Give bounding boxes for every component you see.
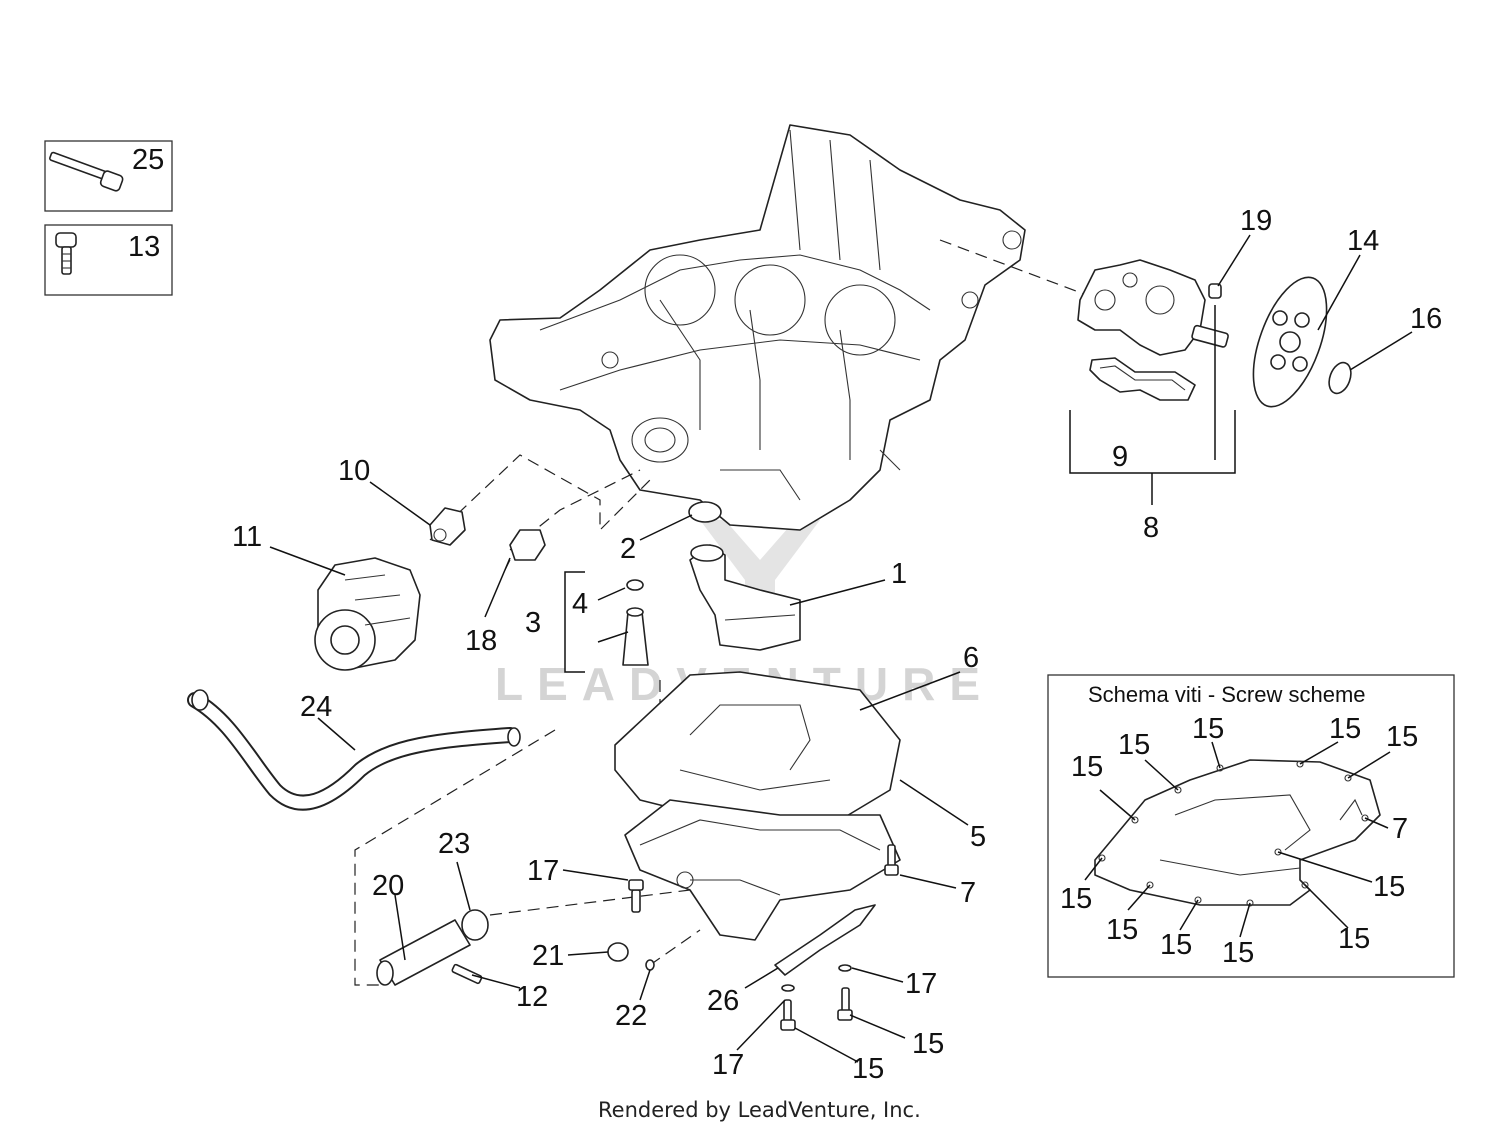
filter-screen xyxy=(622,607,649,666)
scheme-label: 15 xyxy=(1386,721,1418,753)
oil-pipe xyxy=(187,689,521,811)
screw-12 xyxy=(451,963,483,985)
oil-sump-pan xyxy=(624,799,901,941)
scheme-label: 15 xyxy=(1192,713,1224,745)
screw-scheme-inset: Schema viti - Screw scheme xyxy=(1047,674,1455,978)
callout-21: 21 xyxy=(532,940,564,972)
drain-washer xyxy=(645,959,655,971)
o-ring-4 xyxy=(626,579,644,591)
callout-18: 18 xyxy=(465,625,497,657)
screw-position-dots xyxy=(1098,760,1369,907)
legend-box-13: 13 xyxy=(44,224,173,296)
callout-19: 19 xyxy=(1240,205,1272,237)
scheme-label: 15 xyxy=(1071,751,1103,783)
oil-pump-gasket xyxy=(1089,357,1196,401)
scheme-label: 15 xyxy=(1060,883,1092,915)
group-bracket-3 xyxy=(564,571,585,673)
callout-4: 4 xyxy=(572,588,588,620)
scheme-label: 15 xyxy=(1222,937,1254,969)
screw-scheme-title: Schema viti - Screw scheme xyxy=(1088,682,1366,707)
leader-lines xyxy=(269,234,1413,1063)
screw-7 xyxy=(884,844,899,876)
long-screw-icon xyxy=(49,151,124,192)
callout-26: 26 xyxy=(707,985,739,1017)
callout-labels: 1 2 3 4 5 6 7 8 9 10 11 12 14 15 15 16 1… xyxy=(232,205,1442,1085)
callout-2: 2 xyxy=(620,533,636,565)
bracket-26 xyxy=(774,904,876,976)
scheme-label: 15 xyxy=(1106,914,1138,946)
drain-plug xyxy=(607,942,629,962)
crankcase-housing xyxy=(489,124,1026,531)
callout-20: 20 xyxy=(372,870,404,902)
callout-23: 23 xyxy=(438,828,470,860)
callout-7: 7 xyxy=(960,877,976,909)
callout-10: 10 xyxy=(338,455,370,487)
scheme-label: 7 xyxy=(1392,813,1408,845)
scheme-leaders xyxy=(1084,741,1391,938)
oil-pump xyxy=(1077,259,1229,356)
oil-filter-fitting xyxy=(429,507,466,546)
screw-15-b xyxy=(780,984,796,1031)
callout-22: 22 xyxy=(615,1000,647,1032)
callout-14: 14 xyxy=(1347,225,1379,257)
screw-17 xyxy=(628,879,644,913)
scheme-label: 15 xyxy=(1160,929,1192,961)
oil-pressure-relief-valve xyxy=(376,919,471,986)
o-ring-2 xyxy=(688,501,722,523)
oil-pressure-sensor xyxy=(504,529,546,571)
callout-16: 16 xyxy=(1410,303,1442,335)
short-screw-icon xyxy=(55,232,77,275)
callout-15: 15 xyxy=(912,1028,944,1060)
callout-6: 6 xyxy=(963,642,979,674)
scheme-label: 15 xyxy=(1118,729,1150,761)
callout-17: 17 xyxy=(712,1049,744,1081)
scheme-label: 15 xyxy=(1373,871,1405,903)
pump-gear xyxy=(1252,276,1328,408)
scheme-label: 15 xyxy=(1338,923,1370,955)
oil-filter xyxy=(314,557,421,671)
callout-12: 12 xyxy=(516,981,548,1013)
dowel-pin xyxy=(1208,283,1222,299)
legend-part-number: 13 xyxy=(128,231,160,263)
oil-pickup-strainer xyxy=(689,544,801,651)
callout-8: 8 xyxy=(1143,512,1159,544)
callout-24: 24 xyxy=(300,691,332,723)
screw-15-a xyxy=(837,964,853,1021)
circlip xyxy=(1328,361,1352,395)
callout-17: 17 xyxy=(527,855,559,887)
oil-pan-gasket xyxy=(614,671,901,836)
legend-box-25: 25 xyxy=(44,140,173,212)
scheme-label: 15 xyxy=(1329,713,1361,745)
legend-part-number: 25 xyxy=(132,144,164,176)
group-bracket-8 xyxy=(1069,410,1236,474)
callout-5: 5 xyxy=(970,821,986,853)
footer-credit: Rendered by LeadVenture, Inc. xyxy=(598,1098,921,1122)
callout-15: 15 xyxy=(852,1053,884,1085)
callout-17: 17 xyxy=(905,968,937,1000)
callout-3: 3 xyxy=(525,607,541,639)
callout-11: 11 xyxy=(232,521,262,553)
o-ring-23 xyxy=(461,909,489,941)
callout-1: 1 xyxy=(891,558,907,590)
callout-9: 9 xyxy=(1112,441,1128,473)
